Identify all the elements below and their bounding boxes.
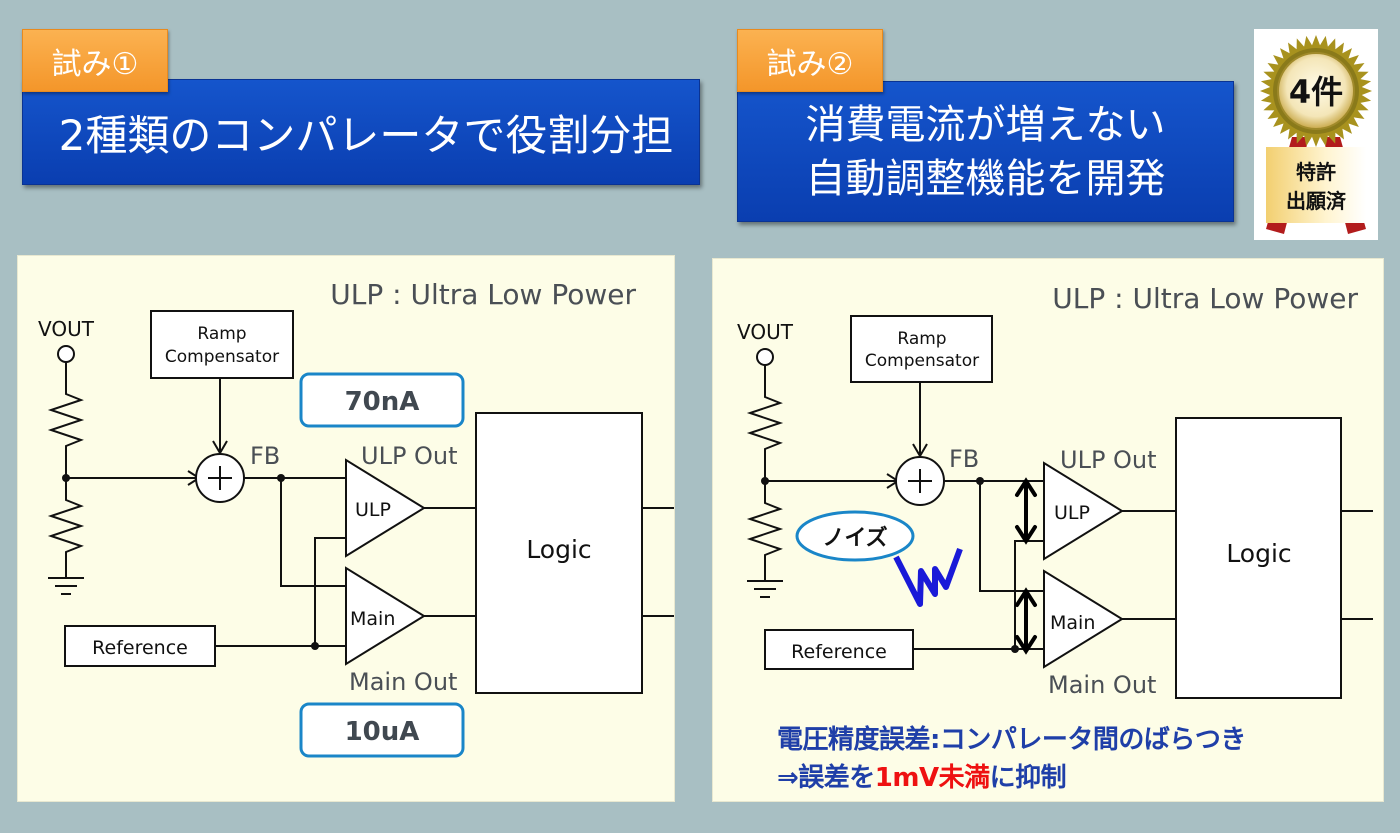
attempt2-title-line1: 消費電流が増えない (805, 101, 1166, 148)
ulp-current-box (299, 372, 465, 428)
ulp-comparator (345, 458, 426, 558)
fb-label: FB (250, 442, 280, 470)
note-highlight: 1mV未満 (874, 763, 990, 793)
note-suffix: に抑制 (989, 763, 1067, 793)
vout-label: VOUT (737, 320, 794, 344)
patent-badge: 4件 特許 出願済 (1254, 29, 1378, 240)
diagram-panel-1: 70nA 10uA ULP : Ultra Low Power VOUT Ram… (17, 255, 678, 802)
ground-icon (747, 580, 783, 598)
resistor-bottom (47, 478, 85, 578)
main-current-box (299, 702, 465, 758)
ulp-comp-label: ULP (355, 499, 391, 521)
noise-bubble (795, 510, 915, 562)
offset-arrow-ulp (1015, 477, 1037, 545)
ulp-current: 70nA (345, 387, 420, 417)
ulp-comp-label: ULP (1054, 502, 1090, 524)
main-out-label: Main Out (349, 668, 457, 696)
offset-arrow-main (1015, 587, 1037, 655)
legend-text: ULP : Ultra Low Power (330, 278, 636, 311)
noise-squiggle-icon (893, 547, 963, 607)
ground-icon (48, 577, 84, 595)
attempt2-title-line2: 自動調整機能を開発 (805, 155, 1166, 202)
patent-label-line1: 特許 (1296, 160, 1336, 184)
resistor-top (47, 362, 85, 478)
reference-label: Reference (791, 641, 887, 663)
ulp-out-label: ULP Out (1060, 446, 1157, 474)
accuracy-note-line2: ⇒誤差を1mV未満に抑制 (777, 757, 1067, 794)
main-comp-label: Main (1050, 612, 1095, 634)
main-comparator (345, 566, 426, 666)
resistor-bottom (746, 481, 784, 581)
vout-terminal (57, 345, 75, 363)
main-comp-label: Main (350, 608, 395, 630)
patent-count: 4件 (1289, 73, 1343, 111)
note-prefix: ⇒誤差を (777, 763, 875, 793)
vout-label: VOUT (38, 317, 95, 341)
ramp-label-2: Compensator (165, 347, 279, 367)
reference-label: Reference (92, 637, 188, 659)
vout-terminal (756, 348, 774, 366)
attempt2-title-banner: 消費電流が増えない 自動調整機能を開発 (737, 81, 1234, 222)
circuit-diagram-1: 70nA 10uA ULP : Ultra Low Power VOUT Ram… (38, 278, 678, 758)
logic-label: Logic (1226, 539, 1291, 568)
award-seal-icon: 4件 特許 出願済 (1260, 35, 1372, 234)
fb-label: FB (949, 445, 979, 473)
reference-box (764, 629, 914, 670)
attempt1-title: 2種類のコンパレータで役割分担 (58, 110, 674, 160)
ramp-label-2: Compensator (865, 351, 979, 371)
reference-box (64, 625, 216, 667)
ramp-compensator-box (850, 315, 993, 383)
legend-text: ULP : Ultra Low Power (1052, 282, 1358, 315)
ulp-comparator (1043, 461, 1124, 561)
diagram-panel-2: ノイズ ULP : Ultra Low Power VOUT Ramp Comp… (712, 258, 1384, 802)
accuracy-note-line1: 電圧精度誤差:コンパレータ間のばらつき (777, 725, 1246, 755)
ramp-compensator-box (150, 310, 294, 379)
patent-label-line2: 出願済 (1286, 189, 1347, 213)
ulp-out-label: ULP Out (361, 442, 458, 470)
main-comparator (1043, 569, 1124, 669)
main-out-label: Main Out (1048, 671, 1156, 699)
resistor-top (746, 365, 784, 481)
ramp-label-1: Ramp (197, 324, 246, 344)
attempt1-title-banner: 2種類のコンパレータで役割分担 (22, 79, 700, 185)
noise-label: ノイズ (822, 525, 887, 551)
circuit-diagram-2: ノイズ ULP : Ultra Low Power VOUT Ramp Comp… (737, 282, 1373, 699)
attempt1-tag: 試み① (22, 29, 168, 92)
main-current: 10uA (345, 717, 420, 747)
logic-block (1175, 417, 1342, 699)
ramp-label-1: Ramp (897, 329, 946, 349)
logic-label: Logic (526, 535, 591, 564)
attempt2-tag: 試み② (737, 29, 883, 92)
logic-block (475, 412, 643, 694)
